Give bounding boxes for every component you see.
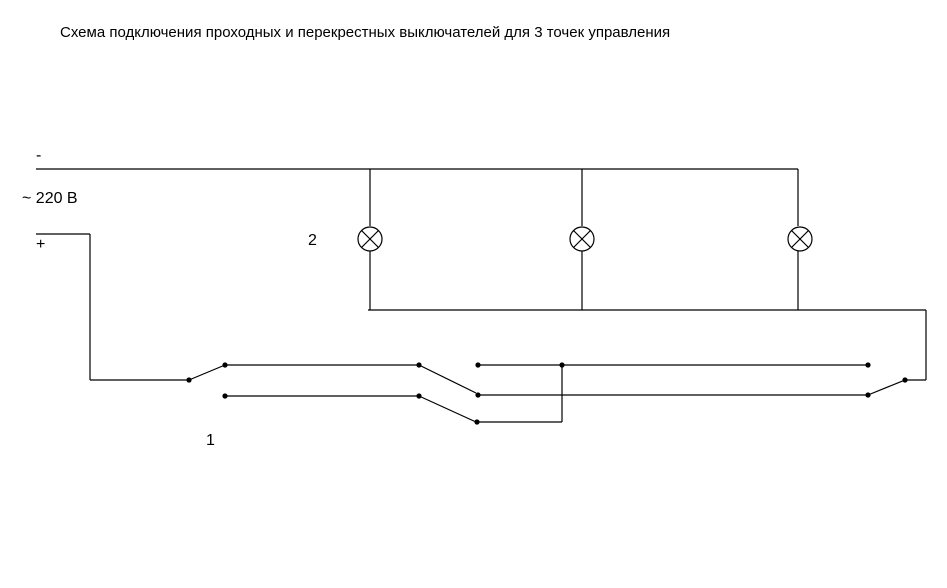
voltage-label: ~ 220 В [22,190,78,207]
pass-through-switch-1 [186,362,228,399]
diagram-title: Схема подключения проходных и перекрестн… [60,24,671,41]
marker-2-label: 2 [308,232,317,249]
marker-1-label: 1 [206,432,215,449]
lamp-icon [569,226,595,252]
traveller-wires-1 [225,364,419,397]
neutral-wire [36,168,799,226]
phase-wire [36,233,189,381]
lamp-return-wire [368,251,927,381]
plus-terminal-label: + [36,236,46,253]
lamp-icon [357,226,383,252]
cross-switch [416,362,565,425]
minus-terminal-label: - [36,147,42,164]
lamp-icon [787,226,813,252]
traveller-wires-2 [478,364,868,396]
pass-through-switch-2 [865,362,908,398]
